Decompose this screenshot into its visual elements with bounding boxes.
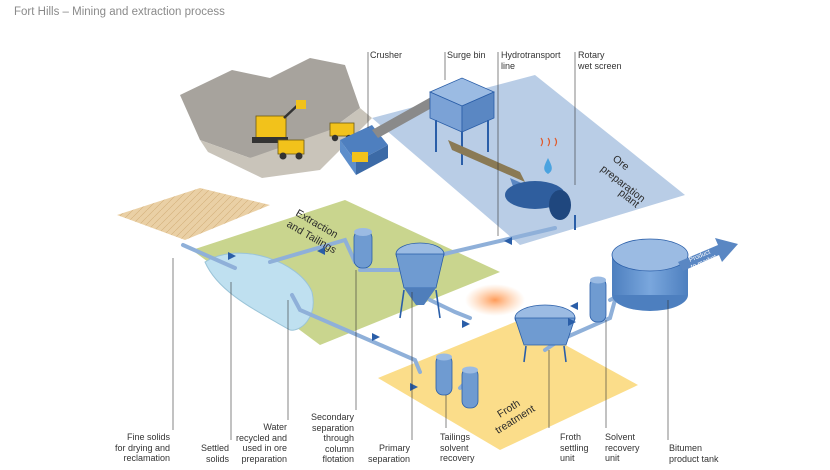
ore-conveyor — [448, 140, 525, 182]
mine-pit-floor — [200, 108, 372, 178]
flotation-column-icon — [353, 228, 373, 269]
primary-separation-vessel-icon — [395, 242, 445, 319]
bitumen-tank-label: Bitumen product tank — [669, 443, 719, 464]
froth-treatment-zone — [378, 320, 638, 450]
bottom-leader-lines — [172, 258, 669, 440]
rotary-wet-screen-icon — [505, 178, 576, 230]
water-drop-icon — [540, 137, 558, 174]
surge-bin-icon — [429, 77, 495, 165]
flow-arrow-icon — [568, 318, 576, 326]
extraction-tailings-zone — [192, 200, 500, 345]
top-leader-lines — [367, 52, 576, 236]
settled-solids-label: Settled solids — [200, 443, 229, 464]
flow-arrow-icon — [372, 333, 380, 341]
hydrotransport-label: Hydrotransport line — [501, 50, 561, 71]
mine-pit — [180, 58, 360, 158]
tailings-solvent-columns-icon — [435, 353, 479, 409]
flow-arrows — [228, 237, 578, 391]
rotary-screen-label: Rotary wet screen — [578, 50, 622, 71]
conveyor-belt — [372, 92, 446, 138]
haul-truck-icon — [277, 139, 305, 160]
heat-glow — [465, 284, 525, 316]
settling-pond — [204, 252, 314, 331]
flow-arrow-icon — [317, 247, 325, 255]
fine-solids-zone — [117, 188, 270, 240]
water-recycled-label: Water recycled and used in ore preparati… — [235, 422, 287, 464]
diagram-title: Fort Hills – Mining and extraction proce… — [14, 6, 225, 18]
primary-separation-label: Primary separation — [367, 443, 410, 464]
tailings-solvent-label: Tailings solvent recovery — [440, 432, 475, 463]
solvent-recovery-unit-icon — [589, 276, 607, 323]
flow-arrow-icon — [462, 320, 470, 328]
crusher-label: Crusher — [370, 50, 403, 60]
froth-settling-unit-icon — [514, 304, 576, 363]
solvent-recovery-label: Solvent recovery unit — [605, 432, 640, 463]
froth-settling-label: Froth settling unit — [560, 432, 589, 463]
secondary-separation-label: Secondary separation through column flot… — [310, 412, 354, 464]
fine-solids-label: Fine solids for drying and reclamation — [114, 432, 170, 463]
flow-arrow-icon — [228, 252, 236, 260]
bitumen-product-tank-icon — [611, 238, 689, 311]
flow-arrow-icon — [504, 237, 512, 245]
ore-preparation-zone — [372, 75, 685, 245]
surge-bin-label: Surge bin — [447, 50, 486, 60]
flow-arrow-icon — [570, 302, 578, 310]
shovel-icon — [252, 100, 306, 143]
